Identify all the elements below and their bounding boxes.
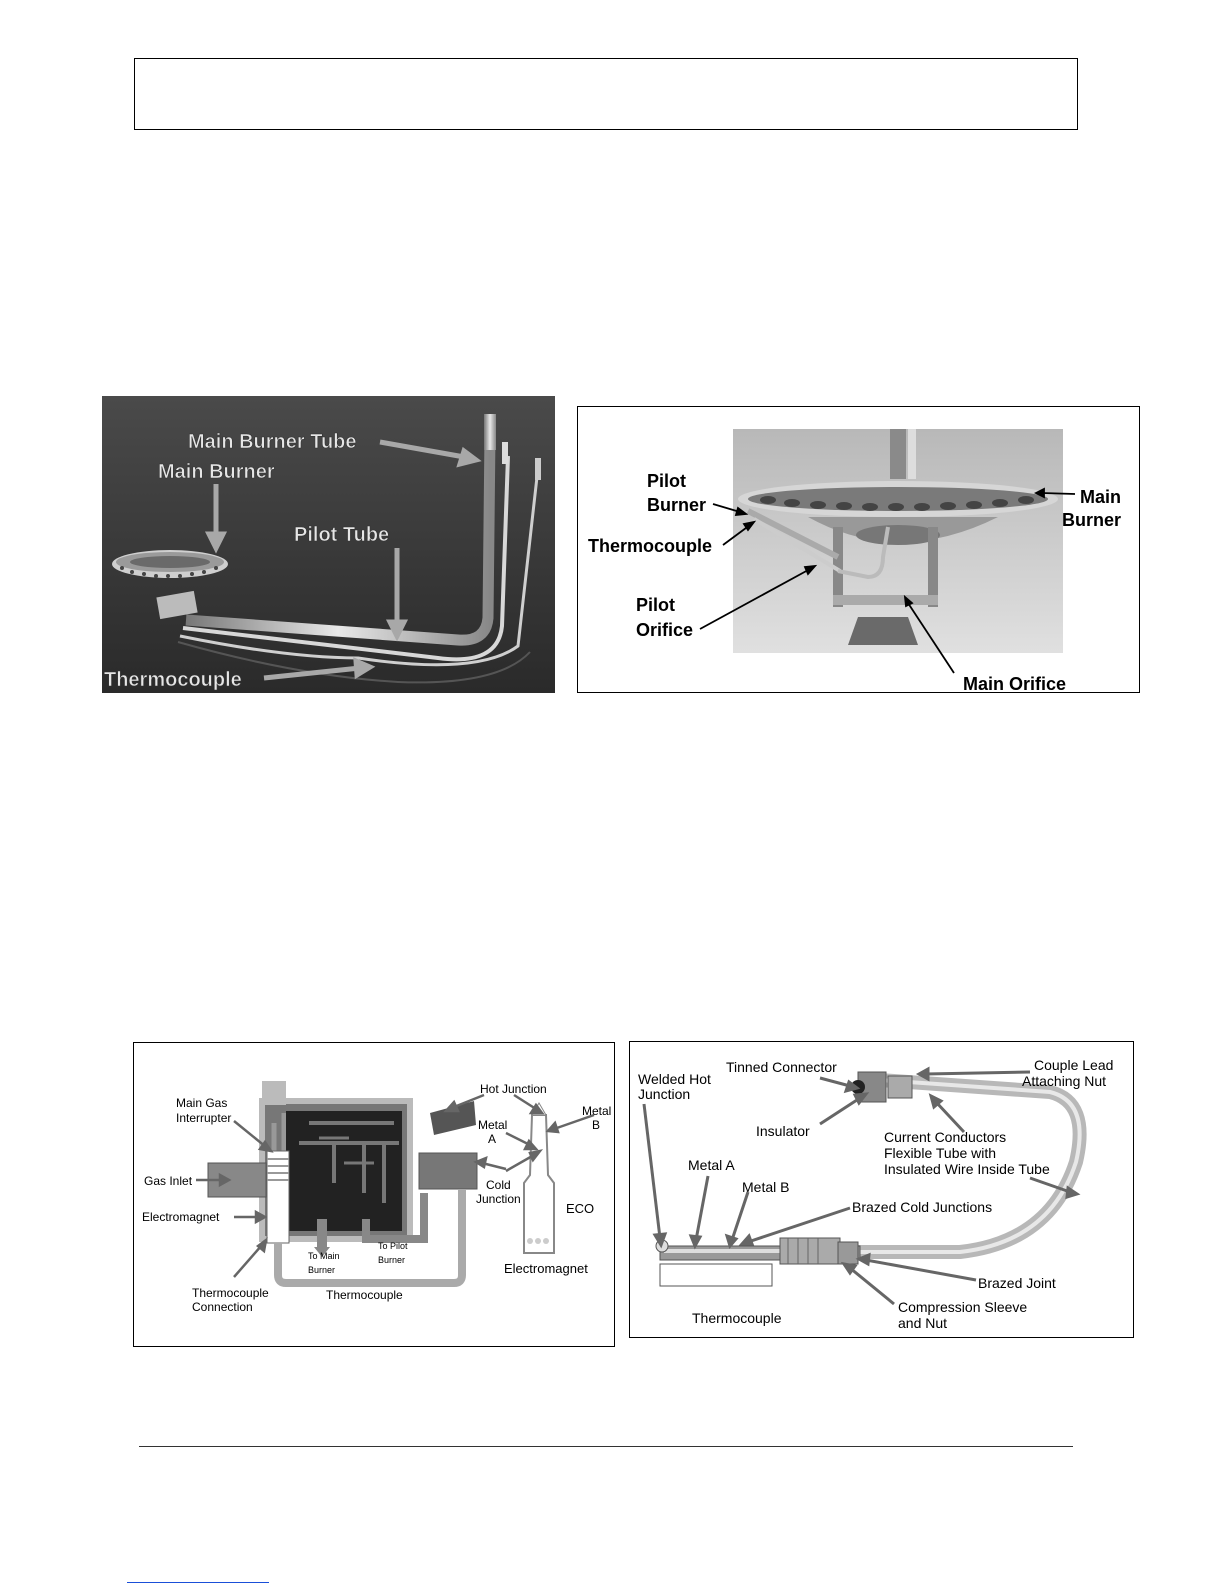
label-metal-a-1: Metal [478, 1118, 507, 1132]
label-thermocouple: Thermocouple [104, 669, 242, 691]
label-brazed-cold-junctions: Brazed Cold Junctions [852, 1199, 992, 1215]
label-compression-1: Compression Sleeve [898, 1299, 1027, 1315]
label-current-conductors-1: Current Conductors [884, 1129, 1006, 1145]
label-tinned-connector: Tinned Connector [726, 1059, 837, 1075]
label-cold-junction-2: Junction [476, 1192, 521, 1206]
label-thermocouple: Thermocouple [588, 536, 712, 556]
label-to-main-2: Burner [308, 1265, 335, 1275]
label-electromagnet-right: Electromagnet [504, 1261, 588, 1276]
label-main-burner: Main Burner [158, 461, 275, 483]
footer-link-underline[interactable] [127, 1582, 269, 1583]
label-electromagnet-left: Electromagnet [142, 1210, 220, 1224]
footer-rule [139, 1446, 1073, 1447]
label-thermocouple: Thermocouple [692, 1310, 782, 1326]
header-box [134, 58, 1078, 130]
label-pilot-burner-2: Burner [647, 495, 706, 515]
label-cold-junction-1: Cold [486, 1178, 511, 1192]
label-pilot-orifice-1: Pilot [636, 595, 675, 615]
label-couple-lead-1: Couple Lead [1034, 1057, 1113, 1073]
label-eco: ECO [566, 1201, 594, 1216]
label-main-orifice: Main Orifice [963, 674, 1066, 691]
label-to-pilot-2: Burner [378, 1255, 405, 1265]
label-current-conductors-2: Flexible Tube with [884, 1145, 996, 1161]
label-metal-a-2: A [488, 1132, 496, 1146]
label-metal-b-1: Metal [582, 1104, 611, 1118]
label-metal-b-2: B [592, 1118, 600, 1132]
label-pilot-tube: Pilot Tube [294, 524, 389, 546]
label-couple-lead-2: Attaching Nut [1022, 1073, 1106, 1089]
figure-gas-valve-schematic: Main Gas Interrupter Gas Inlet Electroma… [133, 1042, 615, 1347]
label-main-gas-1: Main Gas [176, 1096, 227, 1110]
label-current-conductors-3: Insulated Wire Inside Tube [884, 1161, 1050, 1177]
label-main-burner-2: Burner [1062, 510, 1121, 530]
label-main-gas-2: Interrupter [176, 1111, 231, 1125]
label-thermocouple: Thermocouple [326, 1288, 403, 1302]
label-metal-a: Metal A [688, 1157, 735, 1173]
label-pilot-orifice-2: Orifice [636, 620, 693, 640]
figure-burner-assembly-photo: Main Burner Tube Main Burner Pilot Tube … [98, 396, 555, 693]
label-gas-inlet: Gas Inlet [144, 1174, 193, 1188]
label-main-burner-1: Main [1080, 487, 1121, 507]
label-main-burner-tube: Main Burner Tube [188, 431, 357, 453]
label-compression-2: and Nut [898, 1315, 947, 1331]
label-pilot-burner-1: Pilot [647, 471, 686, 491]
label-welded-hot-1: Welded Hot [638, 1071, 711, 1087]
label-tc-connection-2: Connection [192, 1300, 253, 1314]
label-welded-hot-2: Junction [638, 1086, 690, 1102]
label-to-pilot-1: To Pilot [378, 1241, 408, 1251]
label-insulator: Insulator [756, 1123, 810, 1139]
figure-thermocouple-construction: Welded Hot Junction Tinned Connector Cou… [629, 1041, 1134, 1338]
label-to-main-1: To Main [308, 1251, 340, 1261]
label-metal-b: Metal B [742, 1179, 789, 1195]
label-tc-connection-1: Thermocouple [192, 1286, 269, 1300]
label-brazed-joint: Brazed Joint [978, 1275, 1056, 1291]
figure-pilot-burner-photo: Pilot Burner Thermocouple Pilot Orifice … [577, 406, 1140, 693]
label-hot-junction: Hot Junction [480, 1082, 547, 1096]
